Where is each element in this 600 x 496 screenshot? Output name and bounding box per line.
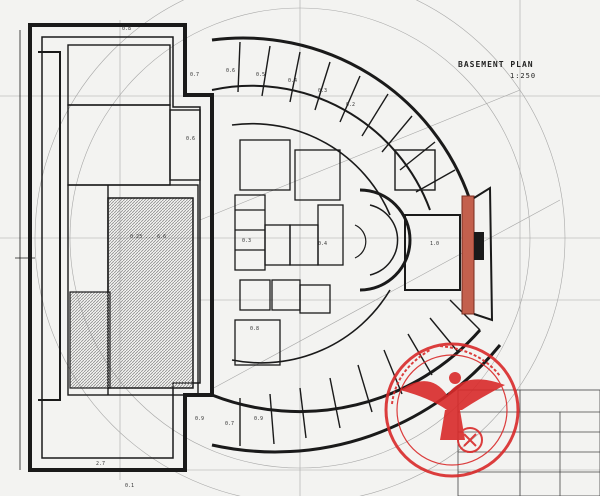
svg-text:0.7: 0.7 bbox=[225, 421, 234, 427]
svg-text:0.3: 0.3 bbox=[318, 88, 327, 94]
room-number-marks: 0.8 0.7 0.6 0.5 0.4 0.3 0.2 0.6 0.3 1.0 … bbox=[96, 26, 439, 489]
svg-text:0.7: 0.7 bbox=[190, 72, 199, 78]
svg-text:0.2: 0.2 bbox=[346, 102, 355, 108]
apse-room bbox=[354, 149, 461, 292]
hatched-hall-annex bbox=[69, 291, 111, 389]
drawing-title-frame bbox=[457, 389, 600, 496]
svg-text:0.9: 0.9 bbox=[254, 416, 263, 422]
drawing-title: BASEMENT PLAN bbox=[458, 60, 534, 69]
central-rooms bbox=[234, 139, 344, 366]
curved-wing-walls bbox=[211, 36, 502, 454]
central-area-label: 0.23 ... 6.6 bbox=[130, 234, 167, 240]
drawing-scale: 1:250 bbox=[510, 72, 537, 80]
radial-partitions bbox=[237, 41, 481, 446]
svg-text:0.5: 0.5 bbox=[256, 72, 265, 78]
svg-text:0.6: 0.6 bbox=[186, 136, 195, 142]
svg-text:0.4: 0.4 bbox=[288, 78, 297, 84]
svg-text:0.3: 0.3 bbox=[242, 238, 251, 244]
highlighted-wall-segment bbox=[461, 195, 475, 315]
svg-text:0.9: 0.9 bbox=[195, 416, 204, 422]
svg-text:0.6: 0.6 bbox=[226, 68, 235, 74]
east-door-block bbox=[474, 232, 484, 260]
hatched-hall bbox=[107, 197, 194, 389]
drawing-title-block: BASEMENT PLAN 1:250 bbox=[458, 60, 536, 80]
svg-text:0.8: 0.8 bbox=[250, 326, 259, 332]
svg-text:0.8: 0.8 bbox=[122, 26, 131, 32]
svg-text:0.4: 0.4 bbox=[318, 241, 327, 247]
eagle-seal-icon bbox=[384, 342, 520, 478]
svg-text:2.7: 2.7 bbox=[96, 461, 105, 467]
east-entrance bbox=[473, 186, 494, 322]
svg-text:1.0: 1.0 bbox=[430, 241, 439, 247]
svg-text:0.1: 0.1 bbox=[125, 483, 134, 489]
